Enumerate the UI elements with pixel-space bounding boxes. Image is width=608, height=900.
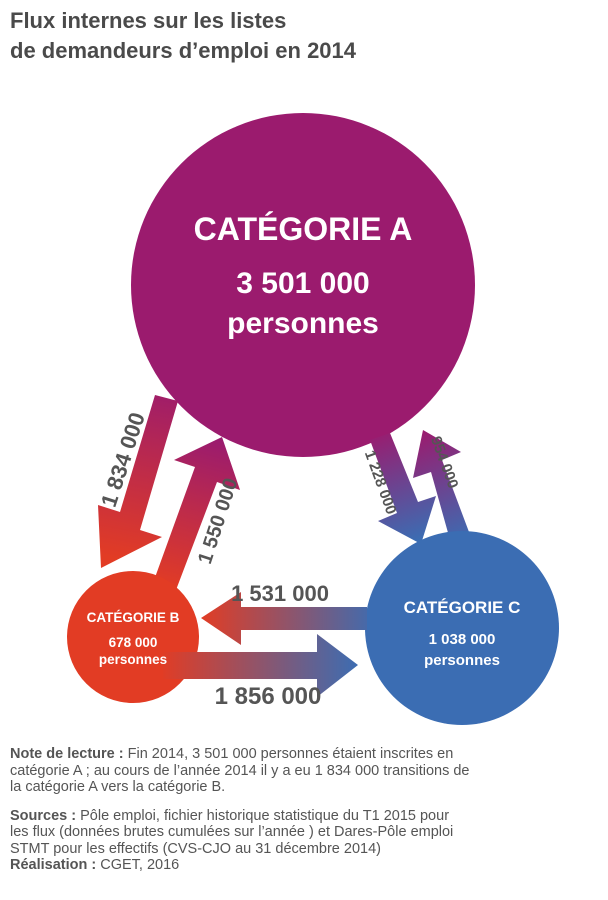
flow-diagram: CATÉGORIE A 3 501 000 personnes CATÉGORI… — [67, 113, 559, 725]
title-line-1: Flux internes sur les listes — [10, 8, 287, 33]
category-b-value: 678 000 — [109, 635, 158, 650]
reading-note-line-3: la catégorie A vers la catégorie B. — [10, 779, 226, 795]
footer-notes: Note de lecture : Fin 2014, 3 501 000 pe… — [10, 746, 600, 874]
sources-line-1: Pôle emploi, fichier historique statisti… — [80, 807, 450, 824]
arrow-c-to-b — [201, 592, 367, 645]
chart-title: Flux internes sur les listes de demandeu… — [10, 6, 600, 66]
category-b-unit: personnes — [99, 652, 167, 667]
reading-note: Note de lecture : Fin 2014, 3 501 000 pe… — [10, 746, 600, 796]
arrow-b-to-a — [153, 437, 240, 590]
title-line-2: de demandeurs d’emploi en 2014 — [10, 38, 357, 63]
flow-c-to-b-label: 1 531 000 — [231, 581, 329, 606]
category-a-circle — [131, 113, 475, 457]
reading-note-line-2: catégorie A ; au cours de l’année 2014 i… — [10, 762, 470, 779]
sources-line-3: STMT pour les effectifs (CVS-CJO au 31 d… — [10, 840, 381, 857]
sources-line-2: les flux (données brutes cumulées sur l’… — [10, 824, 454, 840]
sources-label: Sources : — [10, 807, 77, 824]
category-c-unit: personnes — [424, 652, 500, 669]
credit-text: CGET, 2016 — [100, 857, 180, 873]
reading-note-line-1: Fin 2014, 3 501 000 personnes étaient in… — [127, 746, 454, 762]
category-c-value: 1 038 000 — [429, 631, 496, 648]
arrow-b-to-c — [163, 634, 358, 697]
category-a-value: 3 501 000 — [236, 267, 369, 300]
reading-note-label: Note de lecture : — [10, 746, 124, 762]
category-c-name: CATÉGORIE C — [404, 598, 521, 617]
category-a-name: CATÉGORIE A — [194, 211, 413, 247]
credit-label: Réalisation : — [10, 857, 97, 873]
arrow-a-to-c — [370, 433, 436, 544]
sources: Sources : Pôle emploi, fichier historiqu… — [10, 808, 600, 874]
category-a-unit: personnes — [227, 307, 379, 340]
arrow-c-to-a — [413, 430, 472, 547]
category-b-name: CATÉGORIE B — [87, 610, 180, 625]
arrow-a-to-b — [98, 395, 178, 568]
category-c-circle — [365, 531, 559, 725]
flow-b-to-c-label: 1 856 000 — [215, 683, 322, 710]
